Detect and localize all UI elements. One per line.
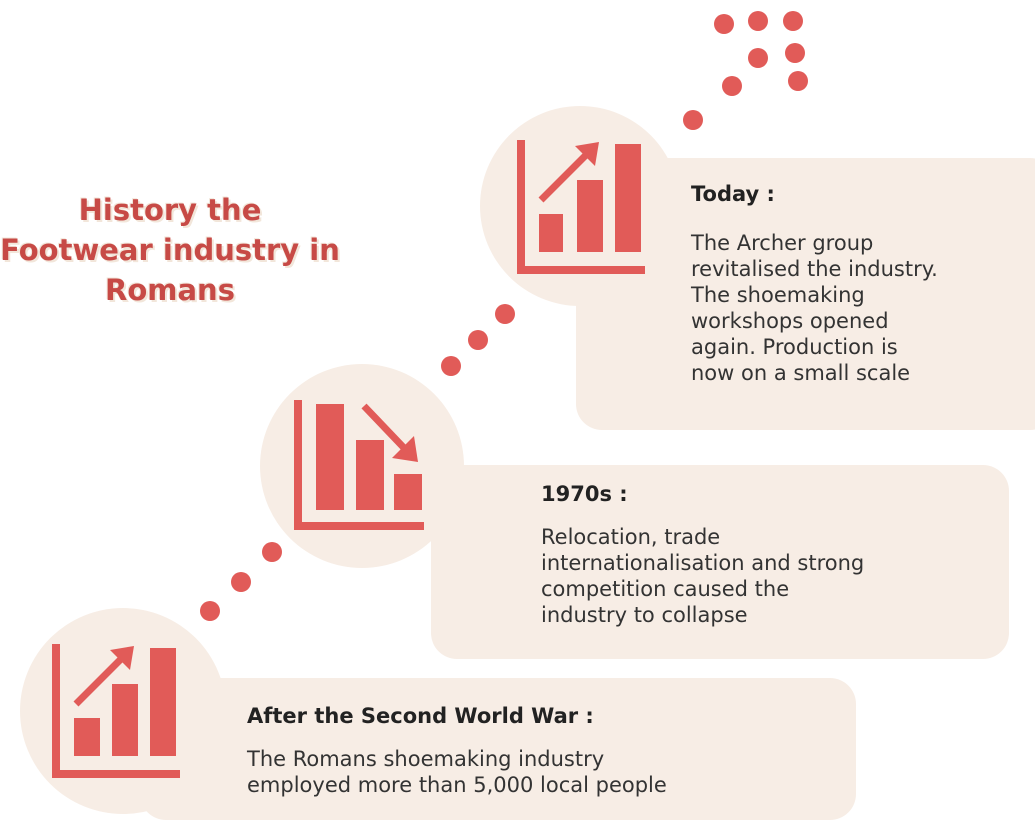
milestone-card [431,465,1009,659]
text-line: revitalised the industry. [691,257,938,281]
text-line: industry to collapse [541,603,748,627]
title-line-1: History the [78,193,262,227]
dot [200,601,220,621]
dot [468,330,488,350]
text-line: The shoemaking [691,283,865,307]
dot [748,11,768,31]
chart-up-icon [52,644,180,778]
text-line: now on a small scale [691,361,911,385]
dot [783,11,803,31]
milestone-heading: After the Second World War : [247,704,594,728]
dot [748,48,768,68]
text-line: internationalisation and strong [541,551,865,575]
milestone-text: Relocation, trade internationalisation a… [541,524,864,628]
milestone-heading: Today : [691,182,775,206]
dot [231,572,251,592]
text-line: Relocation, trade [541,525,721,549]
dot [495,304,515,324]
dot [722,76,742,96]
dot [683,110,703,130]
dot [441,356,461,376]
text-line: workshops opened [691,309,889,333]
dot [714,14,734,34]
page-title: History the Footwear industry in Romans [0,190,425,310]
title-line-3: Romans [105,273,235,307]
text-line: competition caused the [541,577,790,601]
dot [788,71,808,91]
milestone-card [140,678,856,820]
dot [785,43,805,63]
text-line: employed more than 5,000 local people [247,773,667,797]
chart-up-icon [517,140,645,274]
text-line: again. Production is [691,335,898,359]
dot [262,542,282,562]
milestone-text: The Romans shoemaking industry employed … [247,746,667,798]
milestone-text: The Archer group revitalised the industr… [691,230,938,386]
title-line-2: Footwear industry in [0,233,340,267]
text-line: The Archer group [691,231,874,255]
text-line: The Romans shoemaking industry [247,747,605,771]
milestone-heading: 1970s : [541,482,628,506]
chart-down-icon [294,400,424,530]
